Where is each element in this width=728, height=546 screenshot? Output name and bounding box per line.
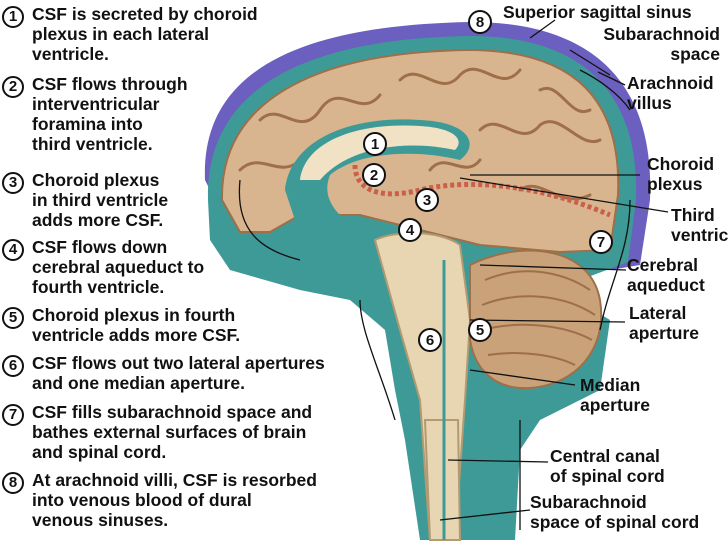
svg-text:1: 1 [371,136,379,153]
label-arachnoid-villus: Arachnoid villus [627,73,714,113]
svg-text:2: 2 [370,167,378,184]
step-text: CSF flows down cerebral aqueduct to four… [32,237,205,297]
step-number: 5 [2,307,24,329]
step-1: 1 CSF is secreted by choroid plexus in e… [2,4,258,64]
label-lateral-aperture: Lateral aperture [629,303,700,343]
label-cerebral-aqueduct: Cerebral aqueduct [627,255,705,295]
marker-7: 7 [589,230,613,254]
step-2: 2 CSF flows through interventricular for… [2,74,188,154]
label-median-aperture: Median aperture [580,375,651,415]
step-text: Choroid plexus in third ventricle adds m… [32,170,169,230]
step-number: 4 [2,239,24,261]
marker-2: 2 [362,163,386,187]
svg-text:4: 4 [406,222,415,239]
step-6: 6 CSF flows out two lateral apertures an… [2,353,325,393]
step-text: CSF flows out two lateral apertures and … [32,353,325,393]
marker-6: 6 [418,328,442,352]
svg-text:8: 8 [476,14,484,31]
step-5: 5 Choroid plexus in fourth ventricle add… [2,305,240,345]
svg-text:7: 7 [597,234,605,251]
step-number: 1 [2,6,24,28]
svg-text:6: 6 [426,332,434,349]
svg-text:5: 5 [476,322,484,339]
marker-5: 5 [468,318,492,342]
step-3: 3 Choroid plexus in third ventricle adds… [2,170,168,230]
gyri-lines [238,67,602,201]
step-8: 8 At arachnoid villi, CSF is resorbed in… [2,470,317,530]
svg-text:3: 3 [423,192,431,209]
marker-4: 4 [398,218,422,242]
step-text: CSF flows through interventricular foram… [32,74,188,154]
step-text: CSF fills subarachnoid space and bathes … [32,402,313,462]
choroid-plexus-strand [352,164,611,218]
marker-8: 8 [468,10,492,34]
step-text: At arachnoid villi, CSF is resorbed into… [32,470,317,530]
label-subarachnoid-space: Subarachnoid space [603,24,720,64]
step-number: 8 [2,472,24,494]
step-7: 7 CSF fills subarachnoid space and bathe… [2,402,312,462]
lateral-ventricle [285,119,470,235]
spinal-cord [423,419,462,541]
marker-3: 3 [415,188,439,212]
step-text: Choroid plexus in fourth ventricle adds … [32,305,241,345]
label-third-ventricle: Third ventricle [671,205,728,245]
marker-1: 1 [363,132,387,156]
step-number: 6 [2,355,24,377]
cerebrum [220,48,620,254]
label-superior-sagittal-sinus: Superior sagittal sinus [503,2,692,22]
step-number: 2 [2,76,24,98]
cerebellum-folia [481,270,596,366]
cerebellum [469,249,603,390]
step-4: 4 CSF flows down cerebral aqueduct to fo… [2,237,204,297]
label-choroid-plexus: Choroid plexus [647,154,715,194]
corpus-callosum [300,125,459,180]
label-subarachnoid-spinal: Subarachnoid space of spinal cord [530,492,700,532]
brainstem [373,232,472,541]
step-number: 3 [2,172,24,194]
step-number: 7 [2,404,24,426]
label-central-canal: Central canal of spinal cord [550,446,665,486]
step-text: CSF is secreted by choroid plexus in eac… [32,4,258,64]
